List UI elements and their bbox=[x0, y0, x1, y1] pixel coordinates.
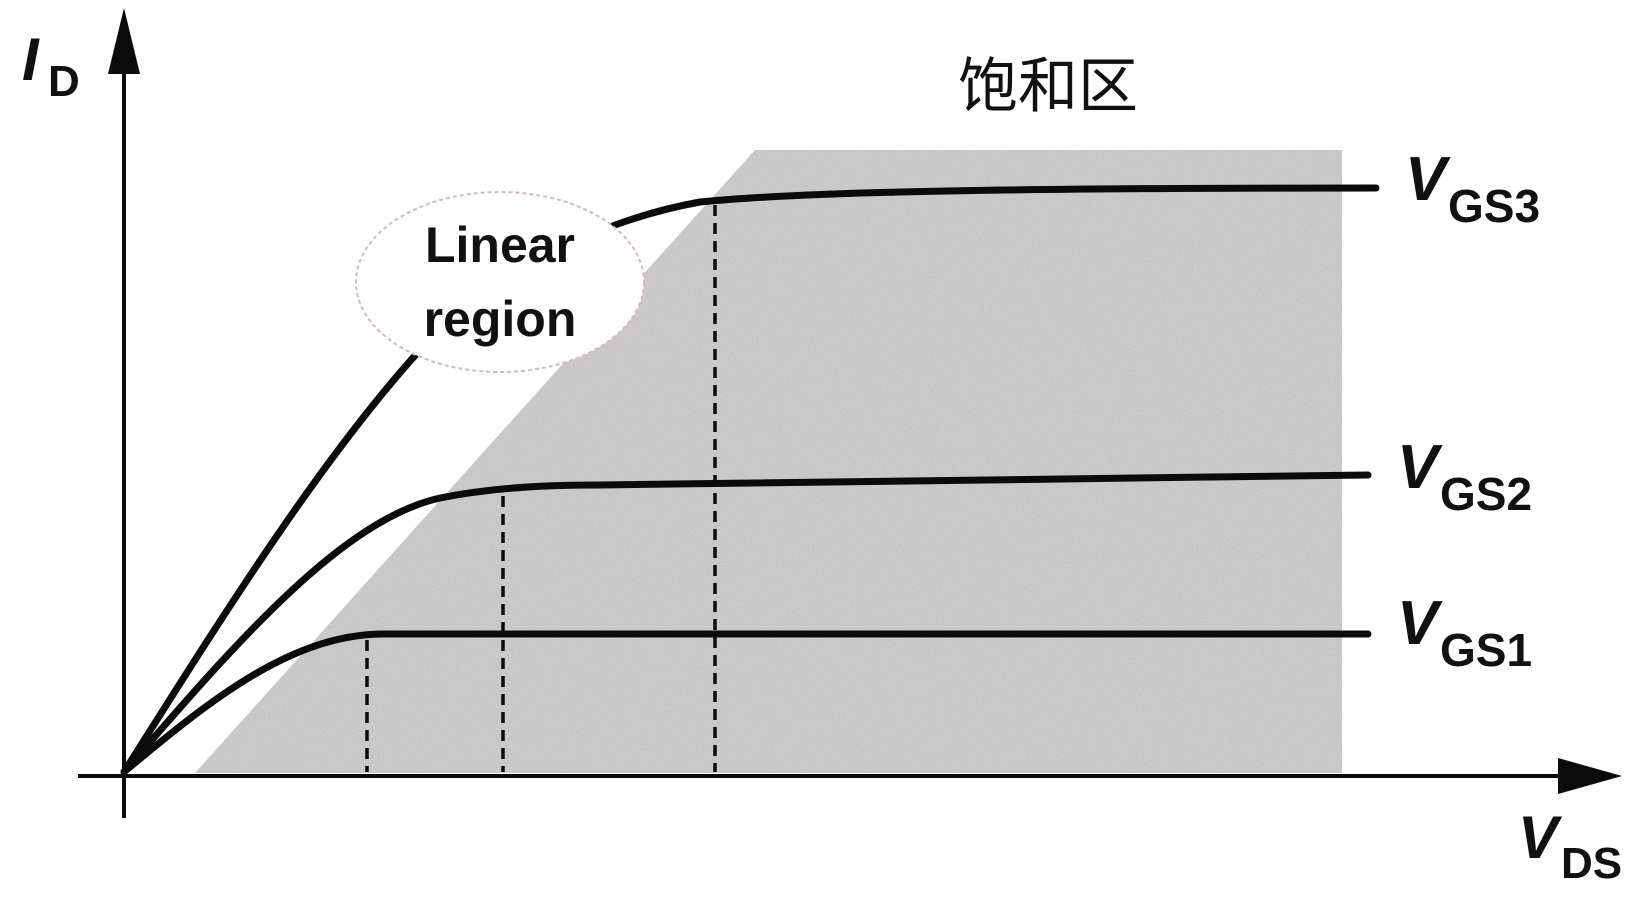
curve-label-vgs3: V GS3 bbox=[1405, 145, 1540, 232]
linear-region-label-line2: region bbox=[424, 291, 577, 347]
curve-vgs2 bbox=[120, 471, 1372, 776]
saturation-region-label: 饱和区 bbox=[958, 53, 1138, 120]
y-axis-arrowhead bbox=[108, 8, 140, 74]
x-axis-arrowhead bbox=[1558, 758, 1622, 794]
linear-region-bubble bbox=[355, 191, 645, 373]
y-axis-label: I D bbox=[22, 26, 80, 106]
curve-label-vgs2: V GS2 bbox=[1397, 433, 1532, 520]
curve-vgs1 bbox=[120, 630, 1372, 776]
curve-label-vgs1: V GS1 bbox=[1397, 589, 1532, 676]
linear-region-label-line1: Linear bbox=[425, 217, 575, 273]
saturation-region-shading bbox=[195, 150, 1342, 773]
x-axis-label: V DS bbox=[1518, 804, 1622, 888]
